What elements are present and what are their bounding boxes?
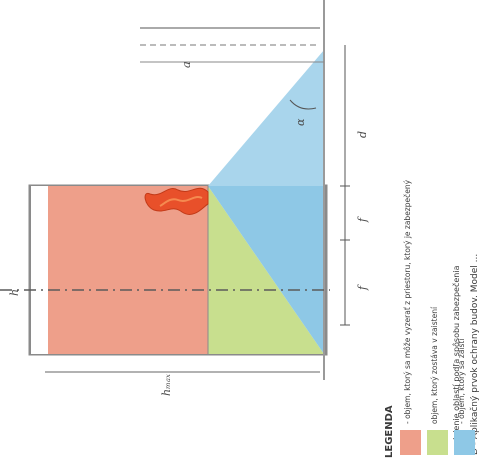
dim-label-f1: f bbox=[356, 217, 369, 222]
legend-swatch-salmon bbox=[400, 430, 421, 455]
flame-icon bbox=[144, 187, 209, 215]
angle-arc bbox=[289, 99, 317, 110]
blue-outer-volume bbox=[208, 50, 324, 186]
header-title: D - Aplikačný prvok ochrany budov. Model… bbox=[470, 253, 480, 455]
legend-heading: LEGENDA bbox=[384, 405, 395, 458]
dim-label-angle: α bbox=[294, 118, 307, 126]
dim-label-height: hₘₐₓ bbox=[160, 374, 173, 396]
legend-item-2: objem, ktorý zostáva v zaistení bbox=[430, 306, 439, 424]
blue-inner-volume bbox=[208, 186, 324, 354]
dim-label-span: d bbox=[356, 130, 369, 138]
dim-label-f2: f bbox=[356, 285, 369, 290]
left-strip bbox=[31, 186, 48, 354]
legend-swatch-green bbox=[427, 430, 448, 455]
salmon-volume bbox=[48, 186, 208, 354]
dim-label-h: h bbox=[8, 288, 21, 296]
legend-item-3: - objem, ktorý sa zaistí bbox=[457, 338, 466, 424]
dim-label-a: a bbox=[180, 61, 193, 68]
legend-swatch-blue bbox=[454, 430, 475, 455]
legend-item-1: - objem, ktorý sa môže vyzerať z priesto… bbox=[403, 179, 412, 424]
